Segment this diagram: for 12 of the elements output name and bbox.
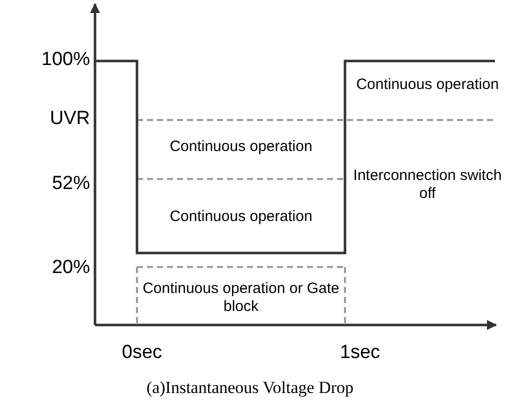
caption: (a)Instantaneous Voltage Drop: [145, 378, 355, 398]
region-label: Interconnection switch off: [352, 167, 503, 203]
region-label: Continuous operation: [355, 76, 500, 94]
region-label: Continuous operation or Gate block: [142, 280, 340, 316]
axis-label: 20%: [50, 257, 90, 280]
region-label: Continuous operation: [168, 208, 314, 226]
axis-label: 1sec: [338, 342, 382, 365]
axis-label: 100%: [40, 49, 90, 72]
axis-label: 0sec: [120, 342, 164, 365]
axis-label: 52%: [50, 173, 90, 196]
region-label: Continuous operation: [168, 138, 314, 156]
axis-label: UVR: [48, 108, 90, 131]
